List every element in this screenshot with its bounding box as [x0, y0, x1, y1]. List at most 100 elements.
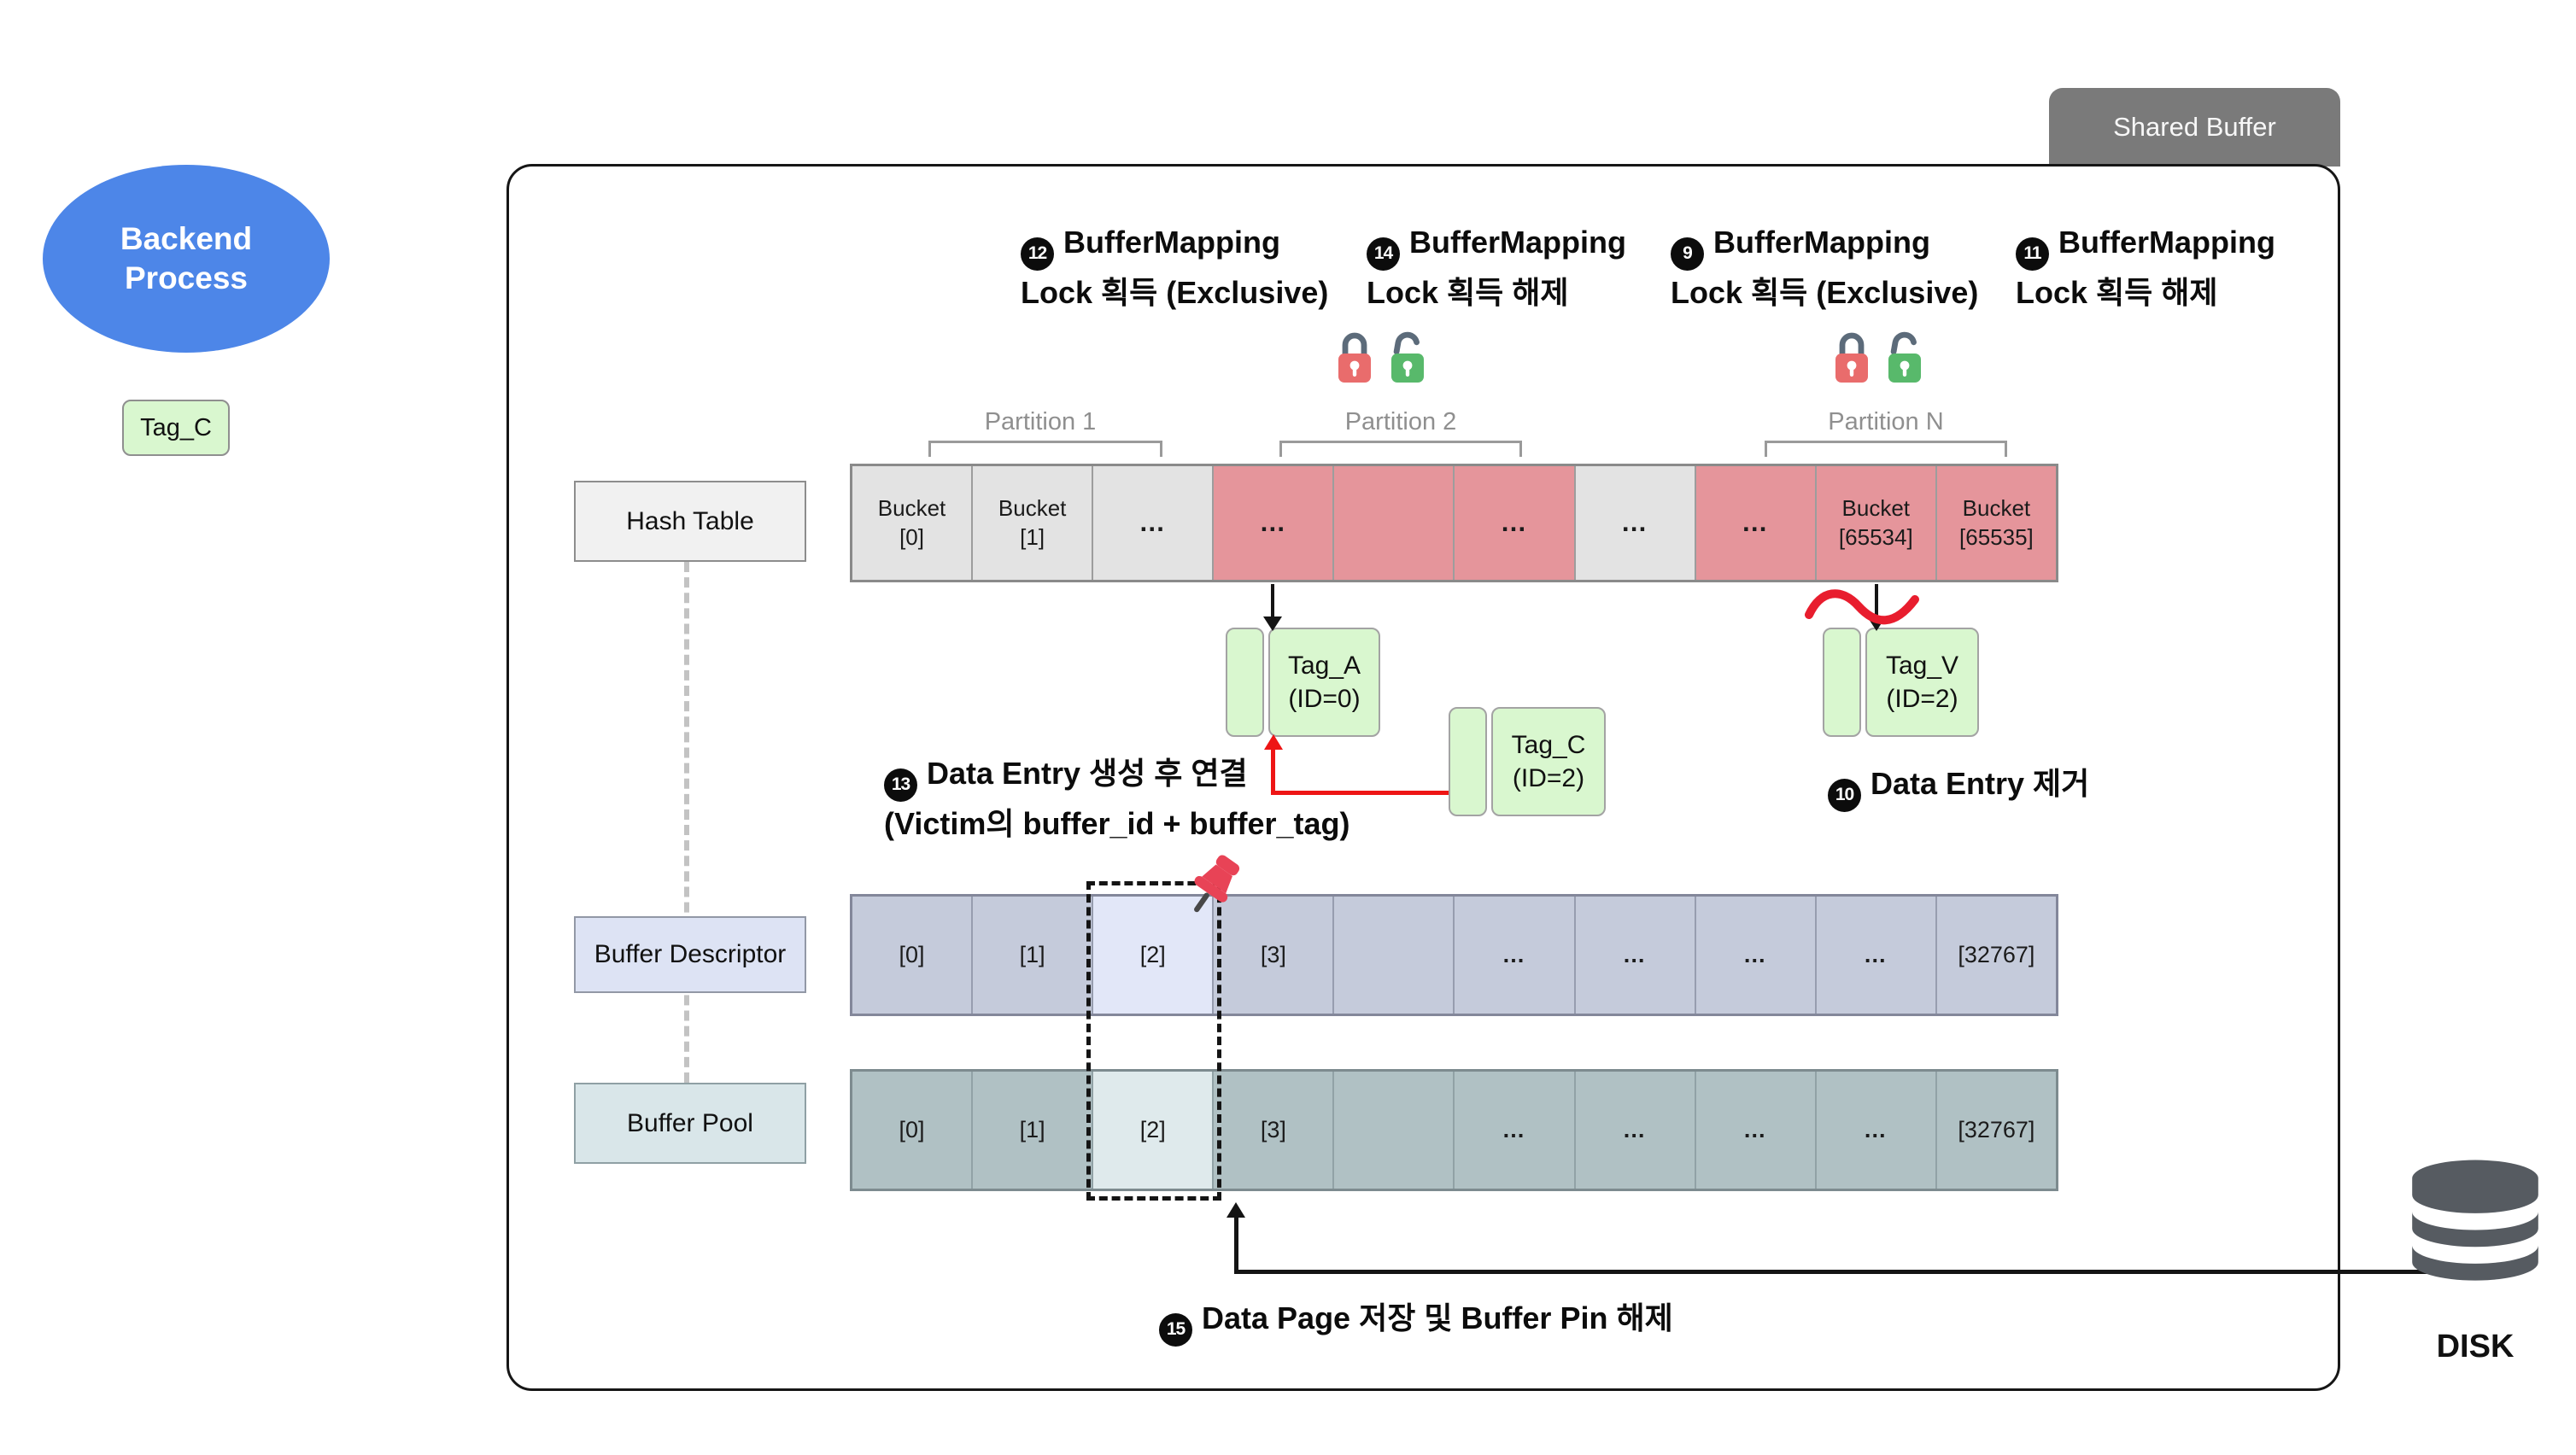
hash-cell: … — [1455, 466, 1576, 580]
step-11-badge: 11 — [2016, 237, 2049, 271]
descriptor-cell: [32767] — [1936, 897, 2056, 1014]
locked-icon — [1831, 326, 1872, 395]
tag-v-entry: Tag_V (ID=2) — [1823, 628, 1979, 737]
disk-arrow-vertical — [1234, 1216, 1238, 1274]
pool-cell: … — [1575, 1072, 1696, 1189]
descriptor-cell — [1334, 897, 1455, 1014]
hash-cell: … — [1575, 466, 1696, 580]
step-10-badge: 10 — [1828, 778, 1861, 812]
red-link-arrow-horizontal — [1271, 791, 1449, 795]
disk-icon — [2405, 1158, 2545, 1295]
pool-cell: [3] — [1214, 1072, 1335, 1189]
bucket-to-tag-a-arrow — [1271, 584, 1274, 618]
descriptor-cell: … — [1455, 897, 1576, 1014]
hash-cell: … — [1093, 466, 1215, 580]
descriptor-cell: … — [1816, 897, 1937, 1014]
unlocked-icon — [1884, 326, 1925, 395]
hash-cell: Bucket [1] — [973, 466, 1094, 580]
descriptor-cell: … — [1695, 897, 1817, 1014]
tag-a-label: Tag_A (ID=0) — [1268, 628, 1380, 737]
descriptor-cell: … — [1575, 897, 1696, 1014]
descriptor-cell: [0] — [852, 897, 974, 1014]
pushpin-icon — [1179, 850, 1250, 926]
bucket-to-tag-v-arrow — [1875, 584, 1878, 618]
disk-arrowhead — [1227, 1202, 1245, 1218]
backend-process-label: Backend Process — [120, 220, 253, 295]
red-disconnect-squiggle-icon — [1804, 586, 1932, 631]
step-9-line2: Lock 획득 (Exclusive) — [1671, 274, 1979, 310]
step-13-line2: (Victim의 buffer_id + buffer_tag) — [884, 805, 1350, 841]
partition-2-label: Partition 2 — [1344, 408, 1457, 435]
step-15-badge: 15 — [1159, 1312, 1192, 1347]
pool-cell: … — [1816, 1072, 1937, 1189]
backend-process-ellipse: Backend Process — [43, 165, 330, 353]
shared-buffer-label: Shared Buffer — [2113, 112, 2276, 142]
tag-c-label: Tag_C (ID=2) — [1491, 707, 1606, 816]
shared-buffer-frame — [506, 164, 2340, 1391]
bucket-to-tag-a-arrowhead — [1263, 616, 1282, 631]
descriptor-cell: [1] — [973, 897, 1094, 1014]
hash-cell: Bucket [65534] — [1816, 466, 1937, 580]
partition-2-bracket — [1279, 441, 1522, 458]
step-12-badge: 12 — [1021, 237, 1054, 271]
step-14-badge: 14 — [1367, 237, 1400, 271]
tag-v-strip — [1823, 628, 1861, 737]
lock-pair-1 — [1334, 326, 1428, 395]
disk-arrow-horizontal — [1234, 1270, 2468, 1274]
partition-1-bracket — [928, 441, 1162, 458]
red-link-arrowhead — [1264, 734, 1283, 750]
pool-cell: [1] — [973, 1072, 1094, 1189]
pool-cell: … — [1695, 1072, 1817, 1189]
label-connector-dashed-line — [684, 562, 689, 1083]
tag-a-entry: Tag_A (ID=0) — [1226, 628, 1380, 737]
step-11-line2: Lock 획득 해제 — [2016, 274, 2218, 310]
red-link-arrow-vertical — [1271, 748, 1275, 795]
tag-c-chip-label: Tag_C — [140, 413, 212, 441]
tag-c-chip: Tag_C — [122, 400, 230, 456]
hash-cell: … — [1214, 466, 1335, 580]
tag-a-strip — [1226, 628, 1264, 737]
partition-n-label: Partition N — [1828, 408, 1944, 435]
victim-buffer-dashed-box — [1086, 881, 1221, 1201]
tag-v-label: Tag_V (ID=2) — [1865, 628, 1979, 737]
pool-cell — [1334, 1072, 1455, 1189]
hash-cell: Bucket [0] — [852, 466, 974, 580]
disk-label: DISK — [2436, 1329, 2515, 1364]
step-12-line2: Lock 획득 (Exclusive) — [1021, 274, 1329, 310]
hash-table-row: Bucket [0] Bucket [1] … … … … … Bucket [… — [850, 464, 2058, 582]
hash-cell: … — [1695, 466, 1817, 580]
partition-1-label: Partition 1 — [984, 408, 1097, 435]
descriptor-cell-victim: [2] — [1093, 897, 1215, 1014]
tag-c-entry: Tag_C (ID=2) — [1449, 707, 1606, 816]
hash-table-label: Hash Table — [574, 481, 806, 562]
shared-buffer-tab: Shared Buffer — [2049, 88, 2340, 167]
hash-cell: Bucket [65535] — [1936, 466, 2056, 580]
tag-c-strip — [1449, 707, 1487, 816]
descriptor-cell: [3] — [1214, 897, 1335, 1014]
pool-cell: [0] — [852, 1072, 974, 1189]
buffer-descriptor-row: [0] [1] [2] [3] … … … … [32767] — [850, 894, 2058, 1016]
step-9-badge: 9 — [1671, 237, 1704, 271]
buffer-pool-label: Buffer Pool — [574, 1083, 806, 1164]
unlocked-icon — [1387, 326, 1428, 395]
pool-cell: [32767] — [1936, 1072, 2056, 1189]
buffer-descriptor-label: Buffer Descriptor — [574, 916, 806, 993]
hash-cell — [1334, 466, 1455, 580]
locked-icon — [1334, 326, 1375, 395]
lock-pair-2 — [1831, 326, 1925, 395]
partition-n-bracket — [1765, 441, 2007, 458]
pool-cell: … — [1455, 1072, 1576, 1189]
